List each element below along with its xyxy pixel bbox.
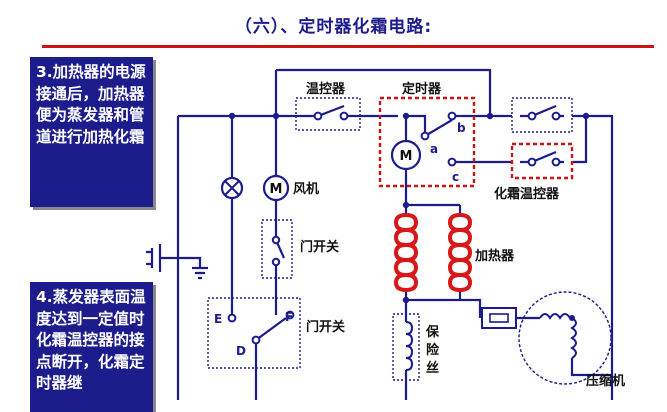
wire-timer-arm-feed bbox=[406, 114, 427, 136]
compressor-start-winding bbox=[570, 317, 577, 359]
fan-motor-letter: M bbox=[270, 182, 283, 197]
wire-defrost-return bbox=[572, 116, 588, 164]
label-door-switch-bottom: 门开关 bbox=[306, 319, 345, 335]
overload-protector-inner bbox=[489, 313, 509, 323]
contact-point bbox=[271, 257, 281, 267]
contact-point-f bbox=[285, 310, 295, 320]
contact-point bbox=[527, 157, 537, 167]
wire-compressor-return bbox=[570, 358, 612, 377]
label-contact-a: a bbox=[430, 142, 438, 156]
label-fuse-2: 险 bbox=[426, 342, 440, 358]
junction-dot bbox=[272, 112, 280, 120]
junction-dot bbox=[486, 112, 494, 120]
label-pin-d: D bbox=[236, 344, 246, 358]
label-defrost-thermostat: 化霜温控器 bbox=[494, 186, 560, 202]
junction-dot bbox=[402, 201, 410, 209]
ground-icon bbox=[192, 266, 208, 280]
lamp-cross bbox=[224, 180, 240, 196]
contact-point-e bbox=[227, 313, 237, 323]
page-title: （六）、定时器化霜电路: bbox=[234, 17, 433, 37]
timer-motor-letter: M bbox=[400, 149, 413, 164]
contact-point-d bbox=[251, 335, 261, 345]
ground-lead bbox=[178, 256, 202, 268]
junction-dot bbox=[569, 315, 575, 321]
thermostat-box bbox=[295, 97, 361, 131]
compressor-run-winding bbox=[539, 313, 571, 320]
junction-dot bbox=[402, 296, 410, 304]
wire-to-compressor-guard bbox=[406, 298, 482, 318]
label-contact-c: c bbox=[452, 170, 459, 184]
contact-point bbox=[271, 235, 281, 245]
heater-coil-left bbox=[393, 213, 419, 292]
wiring bbox=[170, 68, 614, 400]
label-timer: 定时器 bbox=[401, 81, 442, 97]
defrost-circuit-diagram: M M 温控器 定时器 b a c 风机 化霜温控器 门开关 加热器 门开关 E… bbox=[146, 68, 625, 400]
contact-point bbox=[527, 111, 537, 121]
thermostat-arm bbox=[317, 104, 345, 118]
contact-point-b bbox=[447, 111, 457, 121]
door-switch-bottom-box bbox=[207, 297, 301, 369]
junction-dot bbox=[228, 112, 236, 120]
power-plug-icon bbox=[146, 244, 208, 280]
contact-point bbox=[339, 111, 349, 121]
timer-switch-arm bbox=[424, 119, 453, 137]
contact-point bbox=[551, 157, 561, 167]
defrost-thermostat-box bbox=[510, 142, 574, 180]
door-switch-bottom-arm bbox=[255, 317, 287, 341]
contact-point-c bbox=[447, 157, 457, 167]
timer-motor-icon bbox=[390, 139, 422, 171]
compressor-housing bbox=[518, 291, 612, 385]
timer-box bbox=[378, 96, 476, 188]
junction-dot bbox=[402, 112, 410, 120]
label-door-switch-top: 门开关 bbox=[300, 239, 339, 255]
label-heater: 加热器 bbox=[474, 248, 515, 264]
title-underline bbox=[42, 45, 654, 48]
contact-point-a bbox=[420, 131, 430, 141]
label-fuse-3: 丝 bbox=[426, 360, 439, 376]
label-contact-b: b bbox=[457, 121, 466, 135]
label-thermostat: 温控器 bbox=[306, 81, 346, 97]
contact-points bbox=[227, 111, 561, 345]
junction-dot bbox=[582, 112, 590, 120]
label-pin-e: E bbox=[214, 312, 222, 326]
label-fuse-1: 保 bbox=[425, 324, 440, 340]
label-compressor: 压缩机 bbox=[586, 373, 625, 389]
contact-point bbox=[313, 111, 323, 121]
note-heater-powered: 3.加热器的电源接通后，加热器便为蒸发器和管道进行加热化霜 bbox=[30, 57, 153, 207]
wire-top-loop bbox=[276, 68, 492, 116]
fan-motor-icon bbox=[262, 174, 290, 202]
label-fan: 风机 bbox=[293, 181, 319, 197]
upper-contact-box bbox=[511, 97, 573, 133]
fuse-icon bbox=[405, 321, 414, 371]
label-pin-f: F bbox=[285, 310, 293, 324]
junctions bbox=[228, 112, 590, 304]
heater-coil-right bbox=[447, 213, 473, 292]
contact-point bbox=[551, 111, 561, 121]
note-defrost-thermostat-open: 4.蒸发器表面温度达到一定值时化霜温控器的接点断开，化霜定时器继 bbox=[30, 282, 153, 412]
